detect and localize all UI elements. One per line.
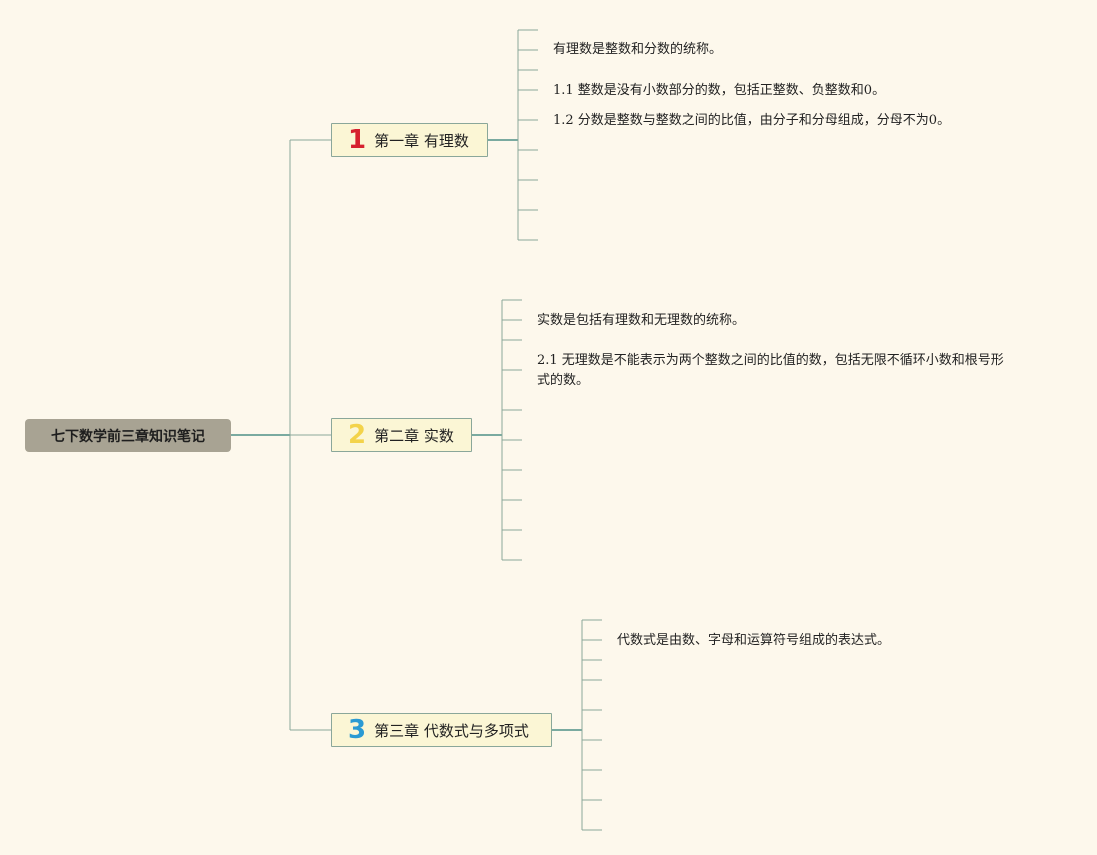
chapter-1-node[interactable]: 1 第一章 有理数	[331, 123, 488, 157]
chapter-3-node[interactable]: 3 第三章 代数式与多项式	[331, 713, 552, 747]
chapter-3-connectors	[552, 619, 602, 831]
chapter-1-connectors	[488, 29, 538, 241]
chapter-1-title: 第一章 有理数	[374, 131, 469, 150]
chapter-3-note-1[interactable]: 代数式是由数、字母和运算符号组成的表达式。	[617, 633, 891, 648]
chapter-2-connectors	[472, 299, 522, 561]
root-topic-label: 七下数学前三章知识笔记	[51, 428, 205, 445]
chapter-2-node[interactable]: 2 第二章 实数	[331, 418, 472, 452]
chapter-3-title: 第三章 代数式与多项式	[374, 721, 529, 740]
chapter-2-note-2-cont[interactable]: 式的数。	[537, 373, 590, 388]
root-topic[interactable]: 七下数学前三章知识笔记	[25, 419, 231, 452]
chapter-2-number-icon: 2	[348, 420, 367, 450]
chapter-1-note-2[interactable]: 1.1 整数是没有小数部分的数，包括正整数、负整数和0。	[553, 83, 886, 98]
chapter-1-note-1[interactable]: 有理数是整数和分数的统称。	[553, 42, 723, 57]
chapter-2-note-1[interactable]: 实数是包括有理数和无理数的统称。	[537, 313, 746, 328]
chapter-2-note-2[interactable]: 2.1 无理数是不能表示为两个整数之间的比值的数，包括无限不循环小数和根号形	[537, 353, 1004, 368]
chapter-1-note-3[interactable]: 1.2 分数是整数与整数之间的比值，由分子和分母组成，分母不为0。	[553, 113, 951, 128]
root-connectors	[231, 139, 331, 731]
chapter-2-title: 第二章 实数	[374, 426, 454, 445]
chapter-1-number-icon: 1	[348, 125, 367, 155]
chapter-3-number-icon: 3	[348, 715, 367, 745]
